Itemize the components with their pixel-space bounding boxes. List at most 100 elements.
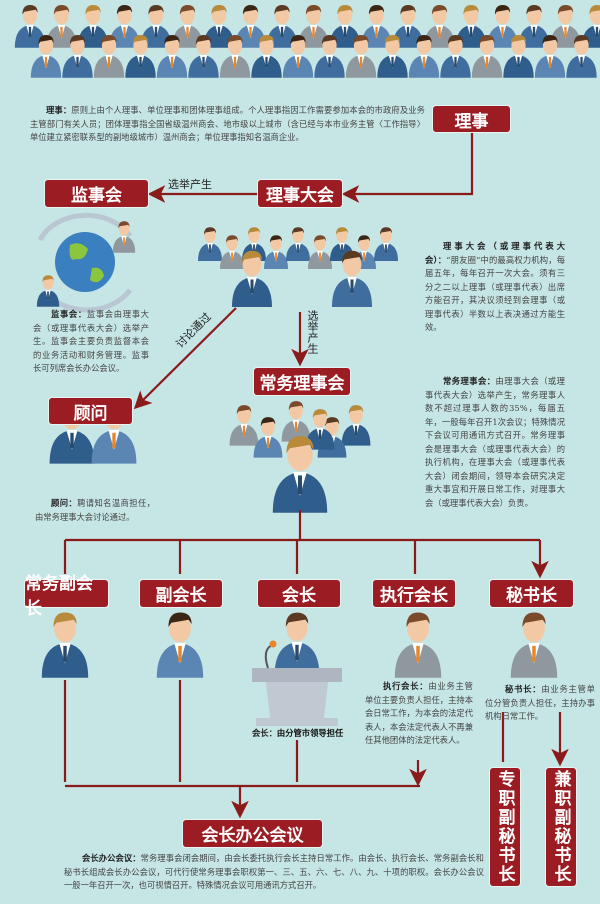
note-text: 原则上由个人理事、单位理事和团体理事组成。个人理事指因工作需要参加本会的市政府及… (30, 105, 425, 142)
person-icon (253, 417, 283, 458)
person-icon (392, 5, 424, 48)
box-changwufuhuizhang: 常务副会长 (25, 574, 108, 619)
person-icon (377, 35, 408, 78)
person-icon (440, 35, 471, 78)
note-lishidahui: 理事大会（或理事代表大会）：“朋友圈”中的最高权力机构，每届五年，每年召开一次大… (425, 240, 565, 335)
person-icon (281, 401, 311, 442)
person-icon (298, 5, 329, 48)
person-icon (308, 235, 332, 269)
person-icon (125, 35, 156, 78)
person-icon (408, 35, 440, 78)
note-term: 会长办公会议： (82, 853, 141, 863)
box-lishi: 理事 (433, 106, 510, 132)
note-mishuzhang: 秘书长：由业务主管单位分管负责人担任，主持办事机构日常工作。 (485, 683, 595, 724)
note-huizhangbangonghuiyi: 会长办公会议：常务理事会闭会期间，由会长委托执行会长主持日常工作。由会长、执行会… (64, 852, 484, 893)
note-lishi: 理事：原则上由个人理事、单位理事和团体理事组成。个人理事指因工作需要参加本会的市… (30, 104, 425, 145)
person-icon (41, 612, 89, 678)
person-icon (77, 5, 109, 48)
label-elect-changwu: 选举产生 (306, 310, 319, 354)
person-icon (455, 5, 487, 48)
person-icon (109, 5, 140, 48)
box-zhixinghuizhang: 执行会长 (373, 580, 455, 607)
box-fuhuizhang: 副会长 (140, 580, 222, 607)
person-icon (424, 5, 455, 48)
person-icon (14, 5, 46, 48)
person-icon (203, 5, 235, 48)
person-icon (220, 235, 244, 269)
note-term: 秘书长： (505, 684, 542, 694)
person-icon (374, 227, 398, 261)
person-icon (332, 250, 372, 307)
note-huizhang: 会长：由分管市领导担任 (252, 727, 352, 741)
person-icon (272, 436, 328, 513)
note-guwen: 顾问：聘请知名温商担任，由常务理事大会讨论通过。 (35, 497, 155, 524)
person-icon (219, 35, 251, 78)
person-icon (341, 405, 371, 446)
person-icon (510, 612, 558, 678)
note-jianshihui: 监事会：监事会由理事大会（或理事代表大会）选举产生。监事会主要负责监督本会的业务… (33, 308, 149, 376)
box-changwulishihui: 常务理事会 (254, 368, 350, 395)
podium-icon (252, 640, 342, 726)
person-icon (286, 227, 310, 261)
person-icon (232, 250, 272, 307)
person-icon (198, 227, 222, 261)
note-text: 聘请知名温商担任，由常务理事大会讨论通过。 (35, 498, 155, 522)
person-icon (93, 35, 125, 78)
note-zhixinghuizhang: 执行会长：由业务主管单位主要负责人担任，主持本会日常工作，为本会的法定代表人，本… (365, 680, 473, 748)
person-icon (550, 5, 581, 48)
person-icon (266, 5, 298, 48)
person-icon (62, 35, 93, 78)
note-text: 监事会由理事大会（或理事代表大会）选举产生。监事会主要负责监督本会的业务活动和财… (33, 309, 149, 373)
person-icon (156, 35, 188, 78)
note-term: 执行会长： (383, 681, 429, 691)
person-icon (46, 5, 77, 48)
person-icon (329, 5, 361, 48)
person-icon (112, 221, 136, 253)
person-icon (487, 5, 518, 48)
note-term: 常务理事会： (443, 376, 496, 386)
person-icon (503, 35, 534, 78)
person-icon (314, 35, 345, 78)
label-elect-jianshi: 选举产生 (168, 178, 212, 191)
note-term: 理事大会（或理事代表大会）： (425, 241, 565, 265)
note-term: 会长： (252, 728, 277, 738)
box-guwen: 顾问 (49, 398, 132, 424)
note-text: “朋友圈”中的最高权力机构，每届五年，每年召开一次大会。须有三分之二以上理事（或… (425, 254, 565, 333)
note-changwulishihui: 常务理事会：由理事大会（或理事代表大会）选举产生，常务理事人数不超过理事人数的3… (425, 375, 565, 510)
person-icon (229, 405, 259, 446)
person-icon (235, 5, 266, 48)
person-icon (282, 35, 314, 78)
note-text: 由业务主管单位主要负责人担任，主持本会日常工作，为本会的法定代表人，本会法定代表… (365, 681, 473, 745)
person-icon (352, 235, 376, 269)
person-icon (264, 235, 288, 269)
person-icon (156, 612, 204, 678)
box-jianshihui: 监事会 (45, 180, 148, 207)
person-icon (345, 35, 377, 78)
person-icon (172, 5, 203, 48)
box-mishuzhang: 秘书长 (490, 580, 573, 607)
person-icon (274, 612, 320, 676)
person-icon (36, 275, 60, 307)
box-lishidahui: 理事大会 (258, 180, 342, 207)
note-term: 理事： (46, 105, 72, 115)
person-icon (534, 35, 566, 78)
note-term: 顾问： (51, 498, 78, 508)
person-icon (140, 5, 172, 48)
box-zhuanzhifumishuzhang: 专职副秘书长 (490, 768, 520, 886)
person-icon (30, 35, 62, 78)
box-jianzhifumishuzhang: 兼职副秘书长 (546, 768, 576, 886)
note-text: 常务理事会闭会期间，由会长委托执行会长主持日常工作。由会长、执行会长、常务副会长… (64, 853, 484, 890)
note-text: 由理事大会（或理事代表大会）选举产生，常务理事人数不超过理事人数的35%，每届五… (425, 376, 565, 508)
person-icon (471, 35, 503, 78)
person-icon (361, 5, 392, 48)
box-huizhang: 会长 (258, 580, 340, 607)
person-icon (518, 5, 550, 48)
person-icon (251, 35, 282, 78)
box-huizhangbangonghuiyi: 会长办公会议 (183, 820, 322, 847)
person-icon (566, 35, 597, 78)
person-icon (188, 35, 219, 78)
note-text: 由分管市领导担任 (276, 728, 344, 738)
note-term: 监事会： (51, 309, 87, 319)
